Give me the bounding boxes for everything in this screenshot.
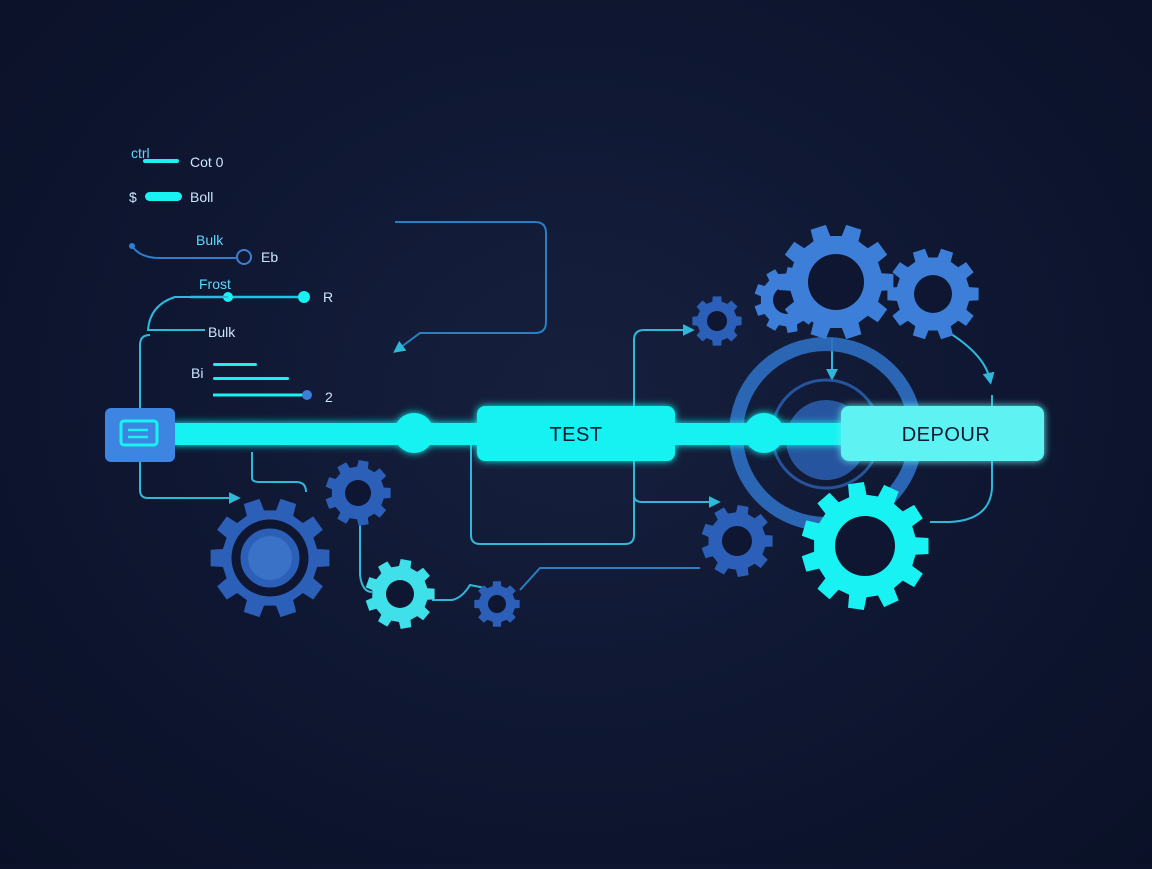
gear-icon (701, 505, 773, 577)
connector-up-left (139, 334, 151, 430)
gear-icon (365, 559, 435, 629)
connector-small-gears (359, 515, 373, 593)
rail-segment-1 (170, 423, 490, 445)
connector-to-gears (633, 324, 695, 430)
legend: ctrl Cot 0 $ Boll Bulk Eb Frost R Bulk B… (129, 145, 333, 405)
legend-bar-1 (145, 192, 182, 201)
connector-test-loop (470, 440, 635, 545)
connector-legend (146, 296, 228, 331)
gear-icon (325, 460, 391, 526)
legend-prefix-1: $ (129, 189, 137, 205)
legend-node-2 (236, 249, 252, 265)
gear-icon (474, 581, 520, 627)
gear-icon (801, 482, 929, 610)
gear-icon (887, 248, 979, 340)
legend-label-1: Boll (190, 189, 213, 205)
legend-prefix-5: Bi (191, 365, 203, 381)
legend-label-4: Bulk (208, 324, 236, 340)
connector-down-left (139, 440, 241, 504)
stage-depour[interactable]: DEPOUR (841, 406, 1044, 461)
gear-icon (210, 498, 330, 618)
connector-top-loop (393, 221, 547, 353)
legend-suffix-3: R (323, 289, 333, 305)
source-box-icon[interactable] (105, 408, 175, 462)
legend-bar-0 (143, 159, 179, 163)
rail-node-2 (744, 413, 784, 453)
gear-icon (692, 296, 742, 346)
stage-depour-label: DEPOUR (902, 424, 991, 446)
legend-label-2: Bulk (196, 232, 224, 248)
pipeline-rail (170, 413, 850, 453)
legend-suffix-5: 2 (325, 389, 333, 405)
legend-node-5 (302, 390, 312, 400)
legend-label-0: Cot 0 (190, 154, 224, 170)
legend-label-3: Frost (199, 276, 231, 292)
connector-right-down (930, 395, 993, 523)
connector-bottom (519, 567, 700, 591)
stage-test[interactable]: TEST (477, 406, 675, 461)
legend-node-3b (298, 291, 310, 303)
legend-suffix-2: Eb (261, 249, 278, 265)
connector-gear-a (251, 452, 307, 493)
rail-node-1 (394, 413, 434, 453)
connector-to-lower-gear (633, 494, 721, 508)
legend-prefix-0: ctrl (131, 145, 150, 161)
connector-mini-gear (432, 583, 486, 601)
gear-icon (778, 224, 894, 340)
stage-test-label: TEST (549, 424, 602, 446)
legend-line-2 (131, 245, 236, 259)
gear-cluster (210, 224, 979, 629)
connector-right-arc (947, 331, 995, 385)
